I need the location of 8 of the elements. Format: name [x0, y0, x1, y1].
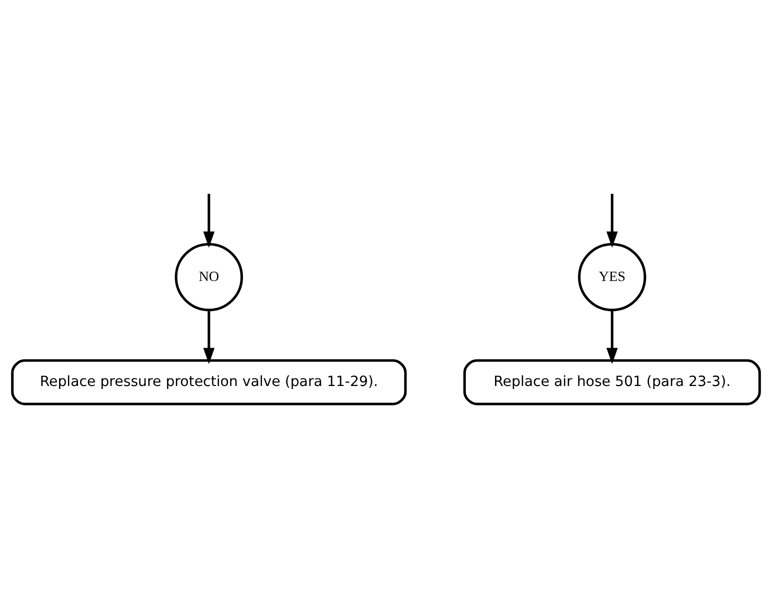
arrow	[606, 310, 618, 364]
node-circle: NO	[174, 243, 244, 312]
arrow	[203, 194, 215, 248]
arrow	[203, 310, 215, 364]
node-circle: YES	[578, 243, 646, 312]
node-box: Replace pressure protection valve (para 11-29).	[11, 359, 407, 406]
node-box: Replace air hose 501 (para 23-3).	[463, 359, 761, 406]
arrow	[606, 194, 618, 248]
